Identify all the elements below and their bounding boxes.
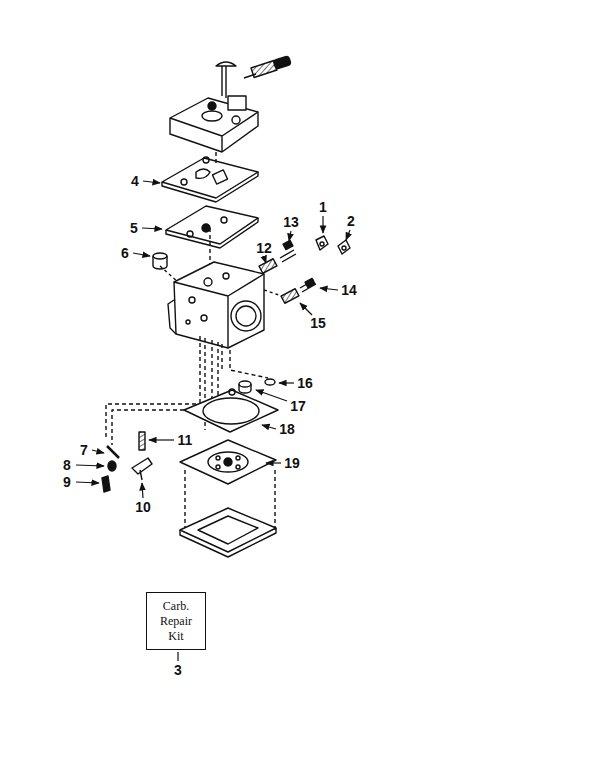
callout-number: 9 [63, 475, 71, 489]
callout-number: 6 [121, 246, 129, 260]
kit-box: Carb. Repair Kit [146, 592, 206, 650]
callout-number: 5 [130, 221, 138, 235]
kit-leader [177, 652, 178, 661]
pump-cover [170, 96, 258, 152]
washer [265, 379, 275, 385]
callout-number: 14 [341, 283, 357, 297]
pump-gasket [162, 157, 258, 202]
callout-number: 11 [178, 433, 193, 447]
inlet-needle-parts [102, 432, 152, 492]
callout-number: 13 [283, 215, 299, 229]
callout-number: 3 [174, 663, 182, 677]
adjust-needle [244, 56, 291, 78]
callout-number: 8 [63, 458, 71, 472]
callout-number: 10 [135, 500, 151, 514]
metering-diaphragm [180, 440, 276, 484]
callout-number: 17 [290, 399, 306, 413]
callout-number: 15 [310, 316, 326, 330]
callout-number: 1 [319, 200, 327, 214]
callout-number: 12 [256, 241, 272, 255]
kit-label: Carb. Repair Kit [153, 599, 199, 644]
top-screw [216, 62, 236, 98]
carburetor-body [168, 262, 264, 348]
metering-gasket [184, 389, 278, 432]
callout-number: 7 [80, 443, 88, 457]
callout-number: 4 [131, 174, 139, 188]
assembly-lines [106, 336, 275, 530]
check-valve [153, 253, 178, 282]
metering-cover [180, 508, 276, 557]
screen [239, 381, 251, 393]
callout-number: 16 [297, 376, 313, 390]
pump-diaphragm [166, 206, 258, 248]
leader-arrows [76, 181, 350, 498]
callout-number: 18 [279, 422, 295, 436]
callout-number: 2 [347, 214, 355, 228]
limiter-caps [316, 236, 350, 254]
callout-number: 19 [284, 456, 300, 470]
